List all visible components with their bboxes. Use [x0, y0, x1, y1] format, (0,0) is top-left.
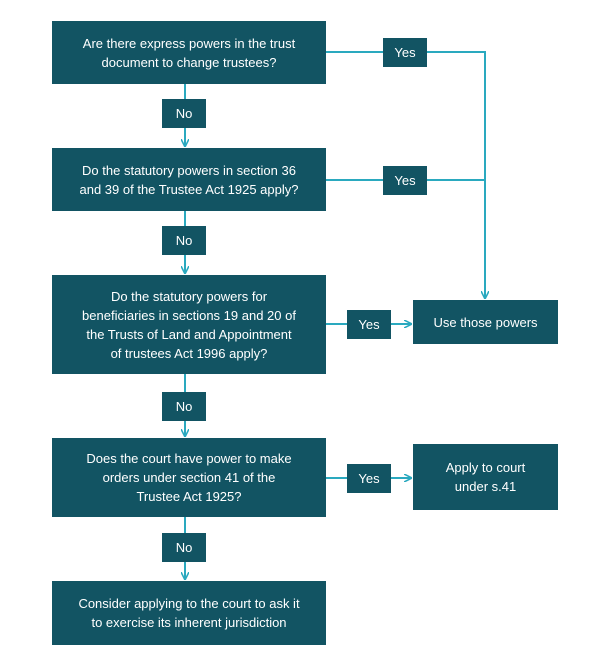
yes-label-q3: Yes [347, 310, 391, 339]
yes-label-q4: Yes [347, 464, 391, 493]
question-statutory-powers-1925: Do the statutory powers in section 36 an… [52, 148, 326, 211]
outcome-apply-to-court: Apply to court under s.41 [413, 444, 558, 510]
outcome-use-those-powers: Use those powers [413, 300, 558, 344]
question-statutory-powers-1996: Do the statutory powers for beneficiarie… [52, 275, 326, 374]
final-inherent-jurisdiction: Consider applying to the court to ask it… [52, 581, 326, 645]
question-court-power-s41: Does the court have power to make orders… [52, 438, 326, 517]
question-express-powers: Are there express powers in the trust do… [52, 21, 326, 84]
yes-label-q2: Yes [383, 166, 427, 195]
no-label-q2: No [162, 226, 206, 255]
no-label-q4: No [162, 533, 206, 562]
yes-label-q1: Yes [383, 38, 427, 67]
connector-q1-yes [326, 51, 485, 298]
no-label-q3: No [162, 392, 206, 421]
no-label-q1: No [162, 99, 206, 128]
